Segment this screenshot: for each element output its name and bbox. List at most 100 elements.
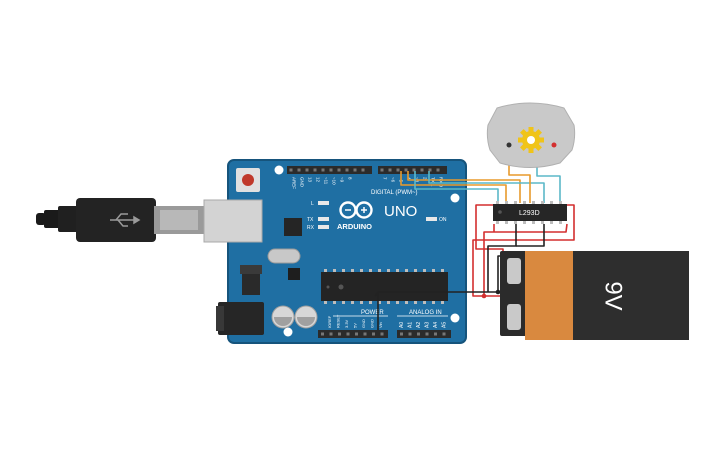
motor-terminal-negative[interactable]: [506, 142, 512, 148]
power-pin-label: RESET: [336, 314, 341, 328]
wire-red-2[interactable]: [472, 204, 575, 297]
analog-label: ANALOG IN: [409, 310, 442, 316]
l293d-driver-chip[interactable]: L293D: [493, 201, 567, 224]
power-pin-label: 5V: [353, 323, 358, 328]
pin-hole[interactable]: [434, 332, 437, 336]
battery-label: 9V: [600, 281, 627, 310]
led-label-l: L: [311, 201, 314, 207]
pin-hole[interactable]: [380, 168, 384, 172]
pin-hole[interactable]: [363, 332, 367, 336]
pin-hole[interactable]: [337, 168, 341, 172]
reset-button[interactable]: [236, 168, 260, 192]
small-component: [288, 268, 300, 280]
pin-hole[interactable]: [408, 332, 412, 336]
analog-header[interactable]: [397, 330, 451, 338]
pin-hole[interactable]: [425, 332, 429, 336]
pin-hole[interactable]: [313, 168, 317, 172]
atmega-pins: [324, 269, 444, 304]
motor-terminal-positive[interactable]: [551, 142, 557, 148]
mounting-hole: [283, 327, 293, 337]
pin-hole[interactable]: [321, 168, 325, 172]
on-label: ON: [439, 217, 447, 223]
top-pin-label: AREF: [292, 177, 297, 189]
pin-hole[interactable]: [412, 168, 416, 172]
wire-orange-2[interactable]: [407, 171, 521, 203]
pin-hole[interactable]: [297, 168, 301, 172]
brand-label: ARDUINO: [337, 222, 372, 231]
pin-hole[interactable]: [428, 168, 432, 172]
power-pin-label: GND: [361, 319, 366, 328]
pin-hole[interactable]: [388, 168, 392, 172]
pin-hole[interactable]: [329, 332, 333, 336]
analog-pin-label: A3: [425, 322, 431, 328]
top-pin-label: ~6: [391, 177, 396, 183]
l293d-pins: [496, 201, 562, 224]
pin-hole[interactable]: [338, 332, 341, 336]
top-pin-label: GND: [300, 177, 305, 188]
pin-hole[interactable]: [305, 168, 309, 172]
wire-black-2[interactable]: [487, 224, 517, 292]
dc-motor[interactable]: [486, 102, 576, 168]
battery-9v[interactable]: 9V: [500, 251, 689, 340]
pin-hole[interactable]: [372, 332, 375, 336]
wire-red-3[interactable]: [483, 223, 568, 296]
led-indicators: L TX RX: [307, 201, 329, 231]
digital-header-label: DIGITAL (PWM~): [371, 190, 418, 196]
analog-pin-label: A0: [399, 322, 405, 328]
top-pin-holes: [289, 168, 440, 172]
analog-pin-label: A2: [416, 322, 422, 328]
top-pin-label: ~9: [340, 177, 345, 183]
power-pin-label: Vin: [378, 322, 383, 328]
voltage-regulator: [242, 273, 260, 295]
pin-hole[interactable]: [346, 332, 350, 336]
pin-hole[interactable]: [361, 168, 365, 172]
pin-hole[interactable]: [355, 332, 358, 336]
pin-hole[interactable]: [345, 168, 349, 172]
bottom-pin-holes: [321, 332, 446, 336]
model-label: UNO: [384, 203, 417, 220]
pin-hole[interactable]: [289, 168, 293, 172]
wire-black-3[interactable]: [516, 224, 545, 247]
top-pin-label: 12: [316, 177, 321, 183]
pin-hole[interactable]: [417, 332, 420, 336]
power-jack[interactable]: [216, 302, 264, 335]
pin-hole[interactable]: [380, 332, 384, 336]
pin-hole[interactable]: [436, 168, 440, 172]
wire-orange-1[interactable]: [400, 171, 507, 203]
analog-pin-label: A1: [408, 322, 414, 328]
analog-pin-label: A4: [433, 322, 439, 328]
pin-hole[interactable]: [396, 168, 400, 172]
led-label-rx: RX: [307, 225, 315, 231]
top-pin-label: 4: [407, 177, 412, 180]
top-pin-label: 13: [308, 177, 313, 183]
wire-teal-1[interactable]: [414, 171, 499, 203]
capacitor: [294, 305, 318, 329]
pin-hole[interactable]: [353, 168, 357, 172]
wire-teal-2[interactable]: [428, 171, 545, 203]
pin-hole[interactable]: [400, 332, 403, 336]
top-pin-label: 8: [348, 177, 353, 180]
analog-pin-label: A5: [442, 322, 448, 328]
usb-jack[interactable]: [203, 199, 263, 243]
pin-hole[interactable]: [442, 332, 446, 336]
usb-cable[interactable]: [36, 198, 204, 242]
power-header[interactable]: [318, 330, 388, 338]
capacitor: [271, 305, 295, 329]
pin-hole[interactable]: [420, 168, 424, 172]
pin-hole[interactable]: [329, 168, 333, 172]
led-label-tx: TX: [307, 217, 314, 223]
top-pin-label: 2: [423, 177, 428, 180]
on-led: ON: [426, 217, 447, 223]
pin-hole[interactable]: [321, 332, 324, 336]
top-pin-label: ~10: [332, 177, 337, 185]
power-label: POWER: [361, 310, 384, 316]
pin-hole[interactable]: [404, 168, 408, 172]
usb-icon: [110, 213, 141, 227]
power-pin-label: IOREF: [327, 315, 332, 328]
top-pin-label: 7: [383, 177, 388, 180]
mounting-hole: [450, 193, 460, 203]
